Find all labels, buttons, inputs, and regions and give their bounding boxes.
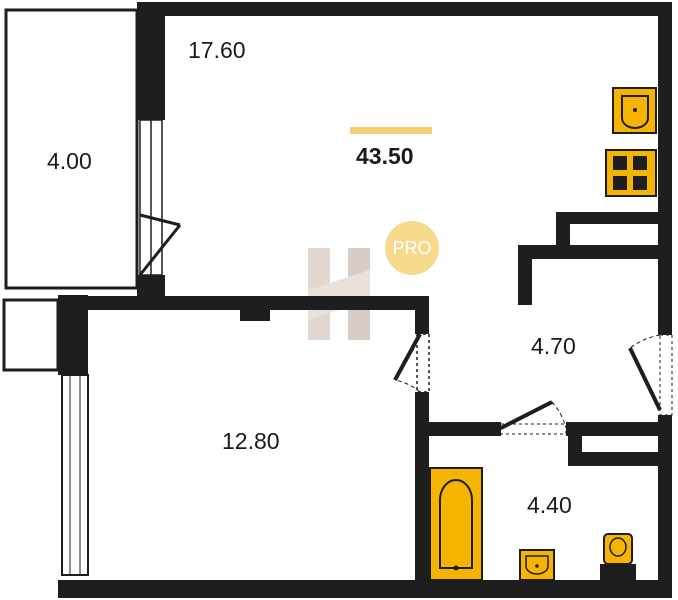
bathtub-icon (429, 467, 483, 581)
room-area-bedroom: 12.80 (222, 428, 280, 454)
bathroom-door (500, 400, 567, 435)
room-area-balcony: 4.00 (47, 148, 92, 174)
bathroom-sink-icon (519, 549, 555, 581)
total-area-bar (350, 127, 432, 134)
pro-badge: PRO (385, 221, 439, 275)
room-area-bathroom: 4.40 (527, 492, 572, 518)
walls (58, 2, 672, 598)
room-area-hall: 4.70 (531, 333, 576, 359)
room-area-living: 17.60 (188, 37, 246, 63)
balcony-outline (2, 8, 139, 372)
entrance-door (628, 334, 673, 416)
balcony-door (138, 119, 182, 276)
bedroom-window (61, 374, 89, 576)
toilet-icon (600, 533, 636, 580)
total-area: 43.50 (356, 143, 414, 169)
stove-icon (605, 149, 657, 197)
sink-icon (612, 87, 657, 134)
logo-icon (308, 248, 370, 340)
bedroom-door (393, 333, 430, 393)
